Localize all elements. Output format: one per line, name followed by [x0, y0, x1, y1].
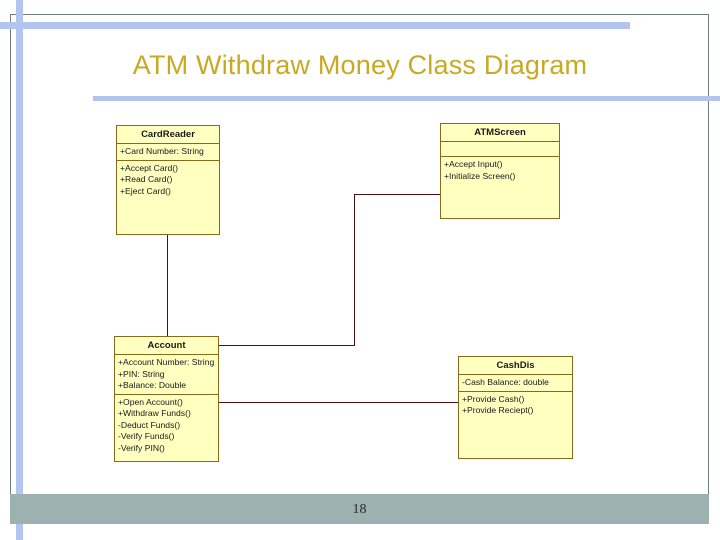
uml-attribute: +Balance: Double: [118, 380, 187, 390]
uml-attributes-compartment: -Cash Balance: double: [459, 375, 572, 392]
uml-class-cardreader[interactable]: CardReader +Card Number: String +Accept …: [116, 125, 220, 235]
connector-atmscreen-horizontal-top: [354, 194, 440, 195]
uml-operations-compartment: +Open Account() +Withdraw Funds() -Deduc…: [115, 395, 218, 457]
connector-atmscreen-vertical: [354, 194, 355, 346]
uml-attributes-compartment: +Account Number: String +PIN: String +Ba…: [115, 355, 218, 395]
page-title: ATM Withdraw Money Class Diagram: [132, 50, 588, 80]
uml-operation: +Initialize Screen(): [444, 170, 516, 181]
uml-operation: -Verify Funds(): [118, 431, 175, 441]
uml-operation: +Provide Reciept(): [462, 405, 534, 415]
uml-class-atmscreen[interactable]: ATMScreen +Accept Input() +Initialize Sc…: [440, 123, 560, 219]
uml-operation: +Accept Input(): [444, 159, 503, 169]
page-number: 18: [352, 502, 367, 517]
connector-account-cashdis: [219, 402, 458, 403]
uml-attribute: -Cash Balance: double: [462, 377, 549, 387]
uml-operations-compartment: +Accept Card() +Read Card() +Eject Card(…: [117, 161, 219, 200]
title-underline-bar: [93, 96, 720, 101]
uml-attributes-compartment: +Card Number: String: [117, 144, 219, 161]
connector-atmscreen-horizontal-bottom: [219, 345, 355, 346]
uml-operations-compartment: +Provide Cash() +Provide Reciept(): [459, 392, 572, 419]
top-accent-bar: [0, 22, 630, 29]
uml-operation: +Read Card(): [120, 174, 173, 184]
uml-attribute: +Account Number: String: [118, 357, 215, 367]
uml-operation: +Withdraw Funds(): [118, 408, 191, 418]
uml-operations-compartment: +Accept Input() +Initialize Screen(): [441, 157, 559, 184]
uml-class-name: CardReader: [117, 126, 219, 144]
uml-class-cashdis[interactable]: CashDis -Cash Balance: double +Provide C…: [458, 356, 573, 459]
uml-operation: -Verify PIN(): [118, 442, 165, 453]
uml-attribute: +PIN: String: [118, 368, 165, 379]
connector-cardreader-account-vertical: [167, 235, 168, 336]
uml-operation: -Deduct Funds(): [118, 419, 181, 430]
uml-class-name: ATMScreen: [441, 124, 559, 142]
uml-class-name: CashDis: [459, 357, 572, 375]
left-accent-bar: [16, 0, 23, 540]
uml-class-name: Account: [115, 337, 218, 355]
uml-operation: +Open Account(): [118, 396, 183, 407]
uml-class-account[interactable]: Account +Account Number: String +PIN: St…: [114, 336, 219, 462]
uml-attributes-compartment: [441, 142, 559, 157]
uml-operation: +Accept Card(): [120, 162, 179, 173]
footer-band: [10, 494, 709, 524]
uml-operation: +Eject Card(): [120, 185, 171, 196]
uml-attribute: +Card Number: String: [120, 146, 204, 156]
uml-operation: +Provide Cash(): [462, 393, 525, 404]
